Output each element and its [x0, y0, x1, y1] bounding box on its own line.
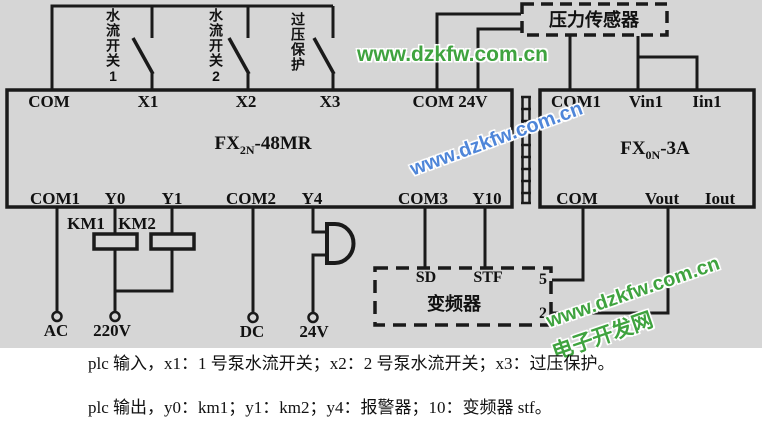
module-model-sub: 0N: [645, 147, 661, 162]
input-bus-wire: [50, 4, 333, 90]
pressure-sensor-label: 压力传感器: [549, 10, 639, 30]
inverter-stf-terminal: STF: [473, 269, 503, 286]
plc-box-outline: [5, 88, 514, 209]
caption-plc-outputs: plc 输出，y0：km1；y1：km2；y4：报警器；10：变频器 stf。: [88, 398, 552, 417]
plc-terminal-y10: Y10: [472, 189, 502, 208]
module-vout-to-2-wire: [552, 207, 670, 315]
vin1-iin1-jumper-wire: [638, 55, 699, 90]
inverter-terminal-2: 2: [539, 305, 547, 322]
km1-coil: [92, 232, 139, 251]
switch2-label: 水流开关2: [208, 8, 224, 85]
analog-module-box-outline: [538, 88, 756, 209]
plc-model-suffix: -48MR: [254, 133, 312, 154]
module-terminal-com1: COM1: [550, 92, 602, 111]
plc-terminal-y4: Y4: [301, 189, 323, 208]
km2-join-wire: [116, 249, 174, 293]
plc-terminal-com2: COM2: [225, 189, 277, 208]
plc-terminal-com: COM: [28, 92, 70, 111]
plc-model-prefix: FX: [214, 133, 240, 154]
plc-terminal-com3: COM3: [397, 189, 449, 208]
dc-terminal-circle: [247, 311, 259, 324]
dc-voltage-label: 24V: [299, 322, 329, 341]
module-terminal-com: COM: [556, 189, 598, 208]
km2-label: KM2: [118, 214, 156, 233]
ac-label: AC: [43, 321, 69, 340]
inverter-terminal-5: 5: [539, 271, 547, 288]
plc-terminal-x1: X1: [137, 92, 159, 111]
module-terminal-iin1: Iin1: [692, 92, 722, 111]
module-terminal-iout: Iout: [704, 189, 736, 208]
buzzer-to-24v-wire: [311, 253, 327, 313]
alarm-buzzer-icon: [325, 222, 356, 265]
24v-to-sensor-wire: [476, 27, 521, 90]
switch3-label: 过压保护: [290, 12, 306, 72]
plc-terminal-y1: Y1: [161, 189, 183, 208]
plc-terminal-x2: X2: [235, 92, 257, 111]
watermark-top: www.dzkfw.com.cn: [357, 43, 548, 66]
inverter-box: [373, 266, 553, 327]
module-model-prefix: FX: [620, 138, 646, 159]
plc-terminal-com1: COM1: [29, 189, 81, 208]
ac-voltage-label: 220V: [93, 321, 131, 340]
inverter-sd-terminal: SD: [415, 269, 437, 286]
module-terminal-vin1: Vin1: [628, 92, 664, 111]
switch1-label: 水流开关1: [105, 8, 121, 85]
dc-label: DC: [239, 322, 265, 341]
plc-model-sub: 2N: [239, 142, 255, 157]
module-model-label: FX0N-3A: [620, 138, 690, 161]
ac-terminal-circle: [51, 310, 63, 323]
plc-terminal-com-24v: COM 24V: [412, 92, 488, 111]
km1-label: KM1: [67, 214, 105, 233]
module-terminal-vout: Vout: [644, 189, 680, 208]
caption-plc-inputs: plc 输入，x1：1 号泵水流开关；x2：2 号泵水流开关；x3：过压保护。: [88, 354, 615, 373]
y4-to-buzzer-wire: [311, 207, 327, 234]
module-model-suffix: -3A: [660, 138, 690, 159]
plc-terminal-x3: X3: [319, 92, 341, 111]
plc-terminal-y0: Y0: [104, 189, 126, 208]
extension-connector: [521, 95, 531, 205]
wiring-svg: [5, 2, 756, 327]
switch1-blade: [131, 37, 155, 75]
24v-terminal-circle: [307, 311, 319, 324]
module-com-to-5-wire: [552, 207, 585, 282]
switch2-blade: [227, 37, 251, 75]
com-to-sensor-wire: [435, 12, 521, 90]
plc-model-label: FX2N-48MR: [214, 133, 312, 156]
km2-coil: [149, 232, 196, 251]
inverter-label: 变频器: [427, 294, 481, 314]
switch3-blade: [312, 37, 336, 75]
220v-terminal-circle: [109, 310, 121, 323]
pressure-sensor-box: [520, 2, 669, 37]
